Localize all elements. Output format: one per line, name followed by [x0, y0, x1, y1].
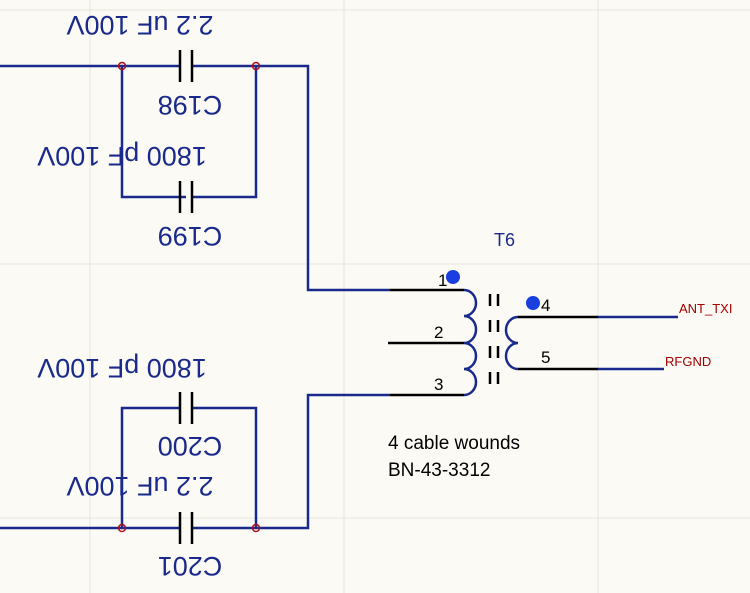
wire-top-to-pin1 — [256, 64, 390, 292]
pin-1-label: 1 — [438, 271, 447, 290]
net-label-ant-txi: ANT_TXI — [679, 301, 732, 316]
transformer-note-line1: 4 cable wounds — [388, 433, 520, 454]
pin-4-label: 4 — [541, 296, 550, 315]
c198-value-label: 2.2 uF 100V — [66, 10, 213, 40]
phase-dot-secondary — [526, 296, 540, 310]
c201-designator: C201 — [158, 551, 223, 581]
c200-designator: C200 — [158, 431, 223, 461]
junctions — [117, 61, 261, 533]
c199-designator: C199 — [158, 221, 223, 251]
c201-value-label: 2.2 uF 100V — [66, 471, 213, 501]
secondary-winding — [504, 315, 519, 371]
pin-2-label: 2 — [434, 323, 443, 342]
wire-bottom-to-pin3 — [256, 393, 390, 530]
net-label-rfgnd: RFGND — [665, 354, 711, 369]
c199-value-label: 1800 pF 100V — [37, 141, 207, 171]
pin-5-label: 5 — [541, 348, 550, 367]
wire-bot-cap-left-rail — [120, 406, 180, 528]
wire-top-cap-right-rail — [192, 66, 258, 199]
primary-winding — [463, 288, 478, 397]
cap-plates — [178, 50, 194, 544]
transformer-core — [488, 294, 500, 384]
phase-dot-primary — [446, 270, 460, 284]
wire-top-cap-left-rail — [120, 66, 186, 199]
pin-3-label: 3 — [434, 375, 443, 394]
wire-bot-cap-right-rail — [192, 406, 258, 528]
transformer-t6 — [388, 270, 598, 397]
c200-value-label: 1800 pF 100V — [37, 353, 207, 383]
c198-designator: C198 — [158, 90, 223, 120]
t6-designator: T6 — [494, 230, 515, 250]
wires — [0, 64, 678, 530]
transformer-note-line2: BN-43-3312 — [388, 460, 490, 481]
